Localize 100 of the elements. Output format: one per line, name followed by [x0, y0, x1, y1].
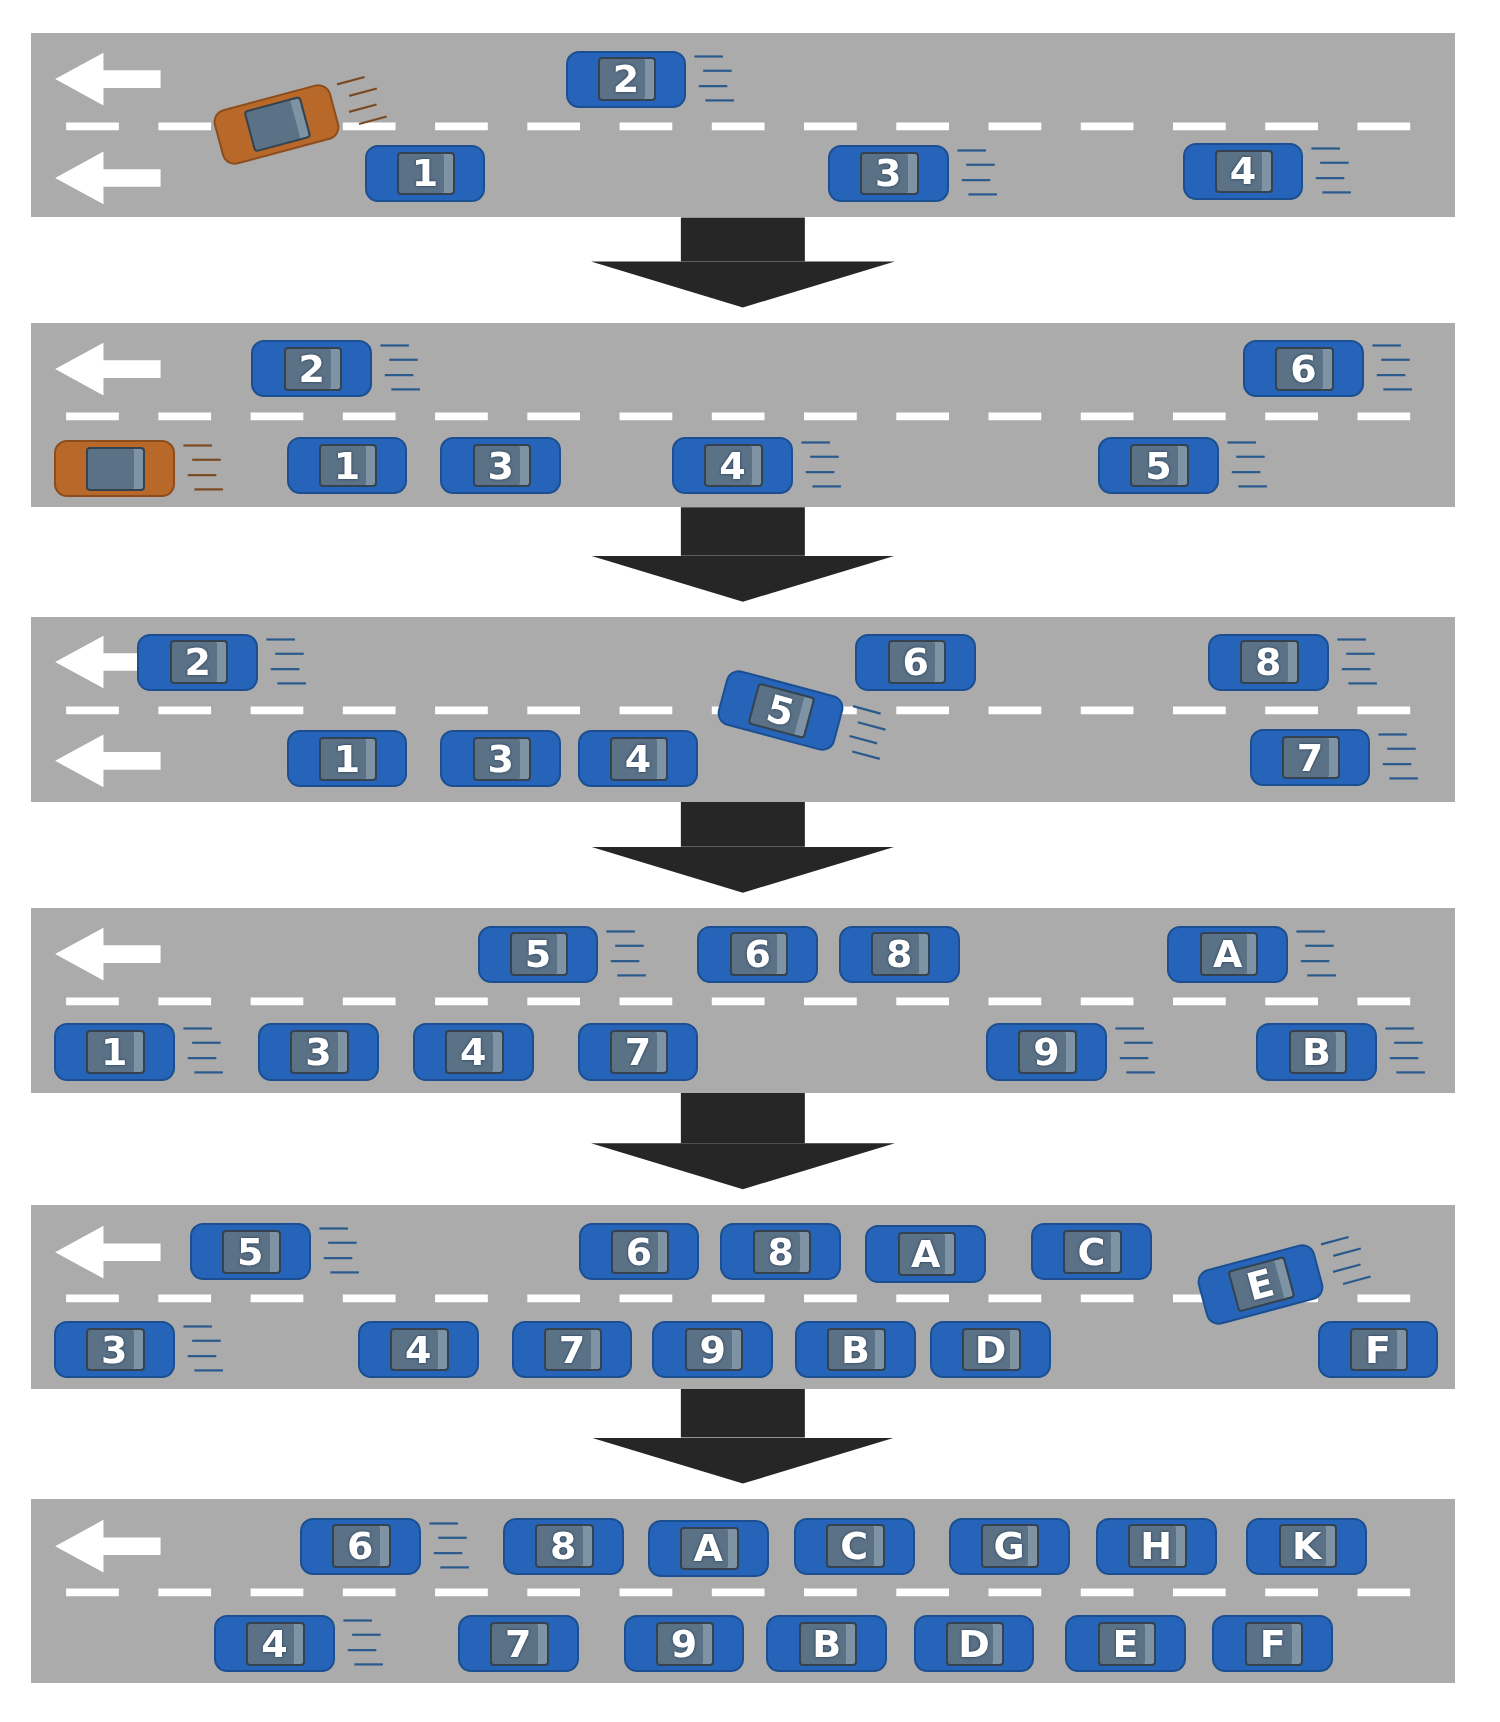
road-panel	[30, 322, 1455, 508]
car	[1249, 729, 1371, 787]
car-number: B	[840, 1330, 870, 1369]
car	[286, 437, 408, 495]
car-number: 4	[261, 1624, 288, 1663]
car-number: 4	[460, 1032, 487, 1071]
car	[1098, 437, 1219, 495]
car-number: 7	[505, 1624, 532, 1663]
car-number: 3	[875, 154, 902, 193]
car	[855, 633, 977, 691]
car	[1207, 633, 1329, 691]
car	[647, 1519, 769, 1577]
car	[1317, 1321, 1439, 1379]
car-number: 1	[100, 1032, 128, 1071]
car	[652, 1321, 774, 1379]
car	[795, 1321, 916, 1379]
car	[1065, 1615, 1186, 1673]
car-number: 4	[405, 1330, 432, 1369]
car	[440, 730, 562, 788]
car-number: 9	[1033, 1032, 1060, 1071]
car	[53, 440, 175, 498]
car-number: 2	[612, 60, 640, 99]
car-number: 4	[624, 739, 652, 778]
car-number: 6	[1290, 349, 1317, 388]
car-number: C	[1077, 1232, 1106, 1271]
car	[457, 1615, 579, 1673]
flow-arrow	[590, 1092, 895, 1190]
car	[364, 144, 486, 203]
car	[565, 50, 687, 108]
car	[827, 144, 949, 203]
flow-arrow	[590, 217, 895, 308]
car	[258, 1023, 379, 1081]
car	[357, 1321, 479, 1379]
flow-arrow	[590, 801, 895, 893]
car-number: F	[1365, 1330, 1392, 1369]
car	[578, 1223, 700, 1281]
flow-arrow	[590, 507, 895, 602]
car	[672, 437, 793, 495]
car	[623, 1615, 745, 1673]
car	[440, 437, 562, 495]
road-panel	[30, 1204, 1455, 1390]
car	[865, 1225, 987, 1283]
car-number: 8	[1255, 643, 1282, 682]
car	[502, 1517, 624, 1575]
car	[53, 1023, 175, 1081]
car	[214, 1615, 335, 1673]
car	[286, 730, 408, 788]
car	[251, 340, 373, 398]
car-number: 8	[886, 935, 913, 974]
car-number: B	[1302, 1032, 1332, 1071]
car	[697, 925, 819, 983]
car	[986, 1023, 1107, 1081]
car-number: K	[1291, 1527, 1322, 1566]
car	[720, 1223, 842, 1281]
car-number: A	[1212, 935, 1243, 974]
car-number: 5	[1145, 446, 1172, 485]
car	[1243, 340, 1364, 398]
car-number: 1	[333, 739, 361, 778]
car-number: 3	[487, 446, 514, 485]
car-number: 4	[719, 446, 746, 485]
car	[766, 1615, 888, 1673]
car-number: 9	[699, 1330, 726, 1369]
car-number: H	[1140, 1527, 1173, 1566]
car	[1031, 1223, 1152, 1281]
car-number: 7	[558, 1330, 586, 1369]
car-number: A	[693, 1529, 723, 1568]
car-number: F	[1259, 1624, 1286, 1663]
car	[137, 633, 258, 691]
car-number: 5	[524, 935, 552, 974]
car-number: D	[974, 1330, 1007, 1369]
car-number: 4	[1229, 152, 1257, 191]
car-number: 3	[487, 739, 514, 778]
car-number: 7	[1296, 738, 1324, 777]
road-panel	[30, 32, 1455, 218]
car-number: 1	[411, 154, 439, 193]
car	[948, 1517, 1070, 1575]
car-number: 7	[624, 1032, 652, 1071]
car-number: 6	[625, 1232, 653, 1271]
road-panel	[30, 617, 1455, 802]
car-number: 2	[184, 643, 211, 682]
car-number: 8	[550, 1527, 577, 1566]
car-number: 2	[298, 349, 326, 388]
car	[412, 1023, 534, 1081]
car	[913, 1615, 1035, 1673]
car-number: 3	[100, 1330, 128, 1369]
road-panel	[30, 908, 1455, 1093]
car-number: 3	[305, 1032, 332, 1071]
car-number: G	[993, 1527, 1025, 1566]
road-panel	[30, 1498, 1455, 1684]
car	[1095, 1517, 1217, 1575]
car	[1212, 1615, 1334, 1673]
car-number: A	[910, 1235, 941, 1273]
car-number: E	[1243, 1263, 1279, 1307]
car-number: 6	[902, 643, 929, 682]
car-number: 8	[767, 1232, 794, 1271]
car-number: D	[958, 1624, 990, 1663]
car	[299, 1517, 421, 1575]
car	[1256, 1023, 1377, 1081]
car	[53, 1321, 175, 1379]
car	[1167, 925, 1289, 983]
